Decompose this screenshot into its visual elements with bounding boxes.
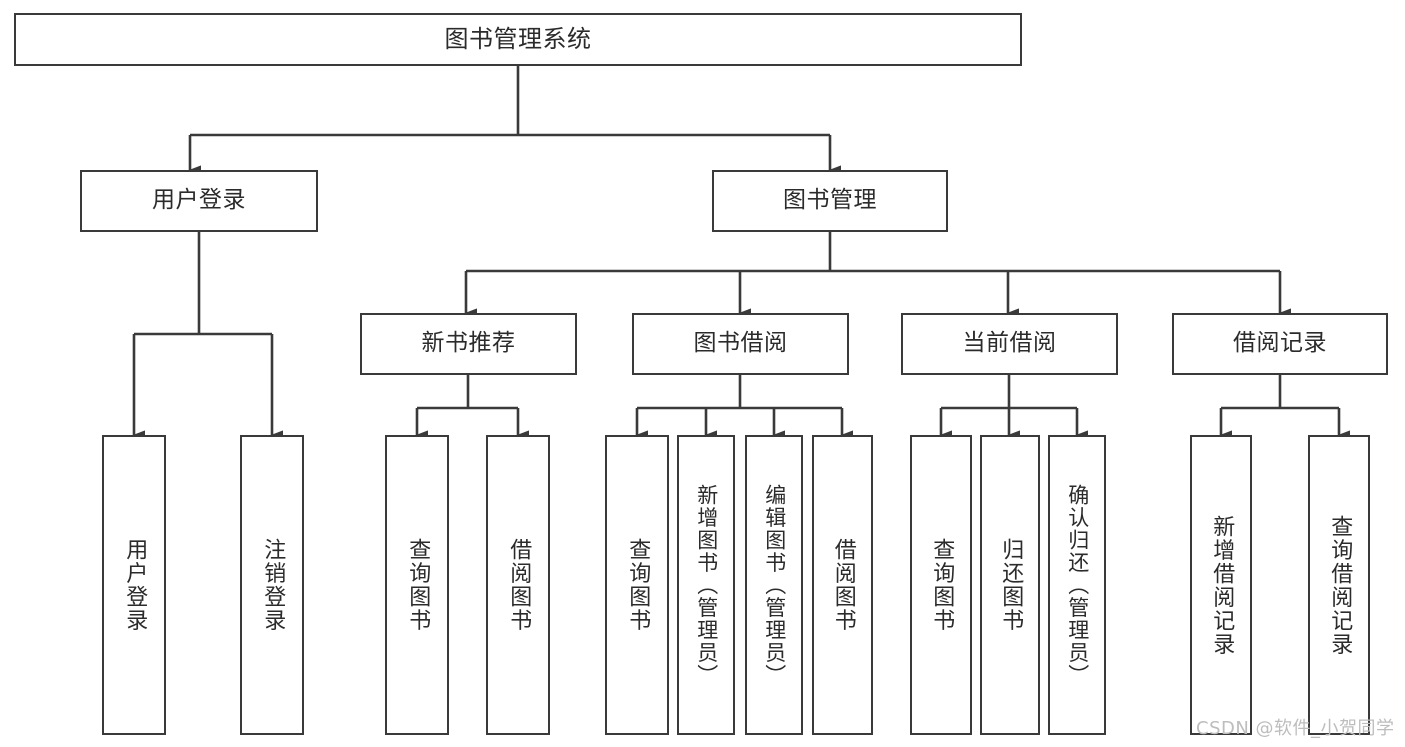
node-label: 新书推荐 xyxy=(421,330,516,357)
node-label: 图书管理 xyxy=(783,187,877,214)
node-book-management[interactable]: 图书管理 xyxy=(712,170,948,232)
node-label: 新增图书（管理员） xyxy=(694,483,719,687)
node-borrowing-records[interactable]: 借阅记录 xyxy=(1172,313,1388,375)
leaf-query-book-recommend[interactable]: 查询图书 xyxy=(385,435,449,735)
node-label: 借阅图书 xyxy=(830,538,856,632)
leaf-add-borrow-record[interactable]: 新增借阅记录 xyxy=(1190,435,1252,735)
node-label: 图书借阅 xyxy=(693,330,788,357)
leaf-query-book-borrow[interactable]: 查询图书 xyxy=(605,435,669,735)
leaf-confirm-return-admin[interactable]: 确认归还（管理员） xyxy=(1048,435,1106,735)
node-label: 用户登录 xyxy=(152,187,246,214)
leaf-query-borrow-record[interactable]: 查询借阅记录 xyxy=(1308,435,1370,735)
node-label: 借阅图书 xyxy=(506,538,532,632)
csdn-watermark: CSDN @软件_小贺同学 xyxy=(1196,718,1395,739)
leaf-borrow-book[interactable]: 借阅图书 xyxy=(812,435,873,735)
leaf-logout[interactable]: 注销登录 xyxy=(240,435,304,735)
node-label: 注销登录 xyxy=(260,538,286,632)
node-user-login[interactable]: 用户登录 xyxy=(80,170,318,232)
node-label: 归还图书 xyxy=(998,538,1024,632)
node-label: 借阅记录 xyxy=(1233,330,1327,357)
node-label: 当前借阅 xyxy=(962,330,1057,357)
node-label: 查询图书 xyxy=(625,538,651,632)
node-label: 确认归还（管理员） xyxy=(1065,483,1090,687)
node-label: 图书管理系统 xyxy=(444,25,592,54)
leaf-user-login[interactable]: 用户登录 xyxy=(102,435,166,735)
leaf-borrow-book-recommend[interactable]: 借阅图书 xyxy=(486,435,550,735)
leaf-edit-book-admin[interactable]: 编辑图书（管理员） xyxy=(745,435,803,735)
node-label: 新增借阅记录 xyxy=(1209,514,1235,656)
node-label: 编辑图书（管理员） xyxy=(762,483,787,687)
node-book-borrowing[interactable]: 图书借阅 xyxy=(632,313,849,375)
node-root-system[interactable]: 图书管理系统 xyxy=(14,13,1022,66)
node-current-borrowing[interactable]: 当前借阅 xyxy=(901,313,1118,375)
node-label: 查询借阅记录 xyxy=(1327,514,1353,656)
leaf-add-book-admin[interactable]: 新增图书（管理员） xyxy=(677,435,735,735)
node-label: 查询图书 xyxy=(405,538,431,632)
node-label: 用户登录 xyxy=(122,538,148,632)
node-new-book-recommendation[interactable]: 新书推荐 xyxy=(360,313,577,375)
node-label: 查询图书 xyxy=(929,538,955,632)
leaf-return-book[interactable]: 归还图书 xyxy=(980,435,1040,735)
leaf-query-book-current[interactable]: 查询图书 xyxy=(910,435,972,735)
